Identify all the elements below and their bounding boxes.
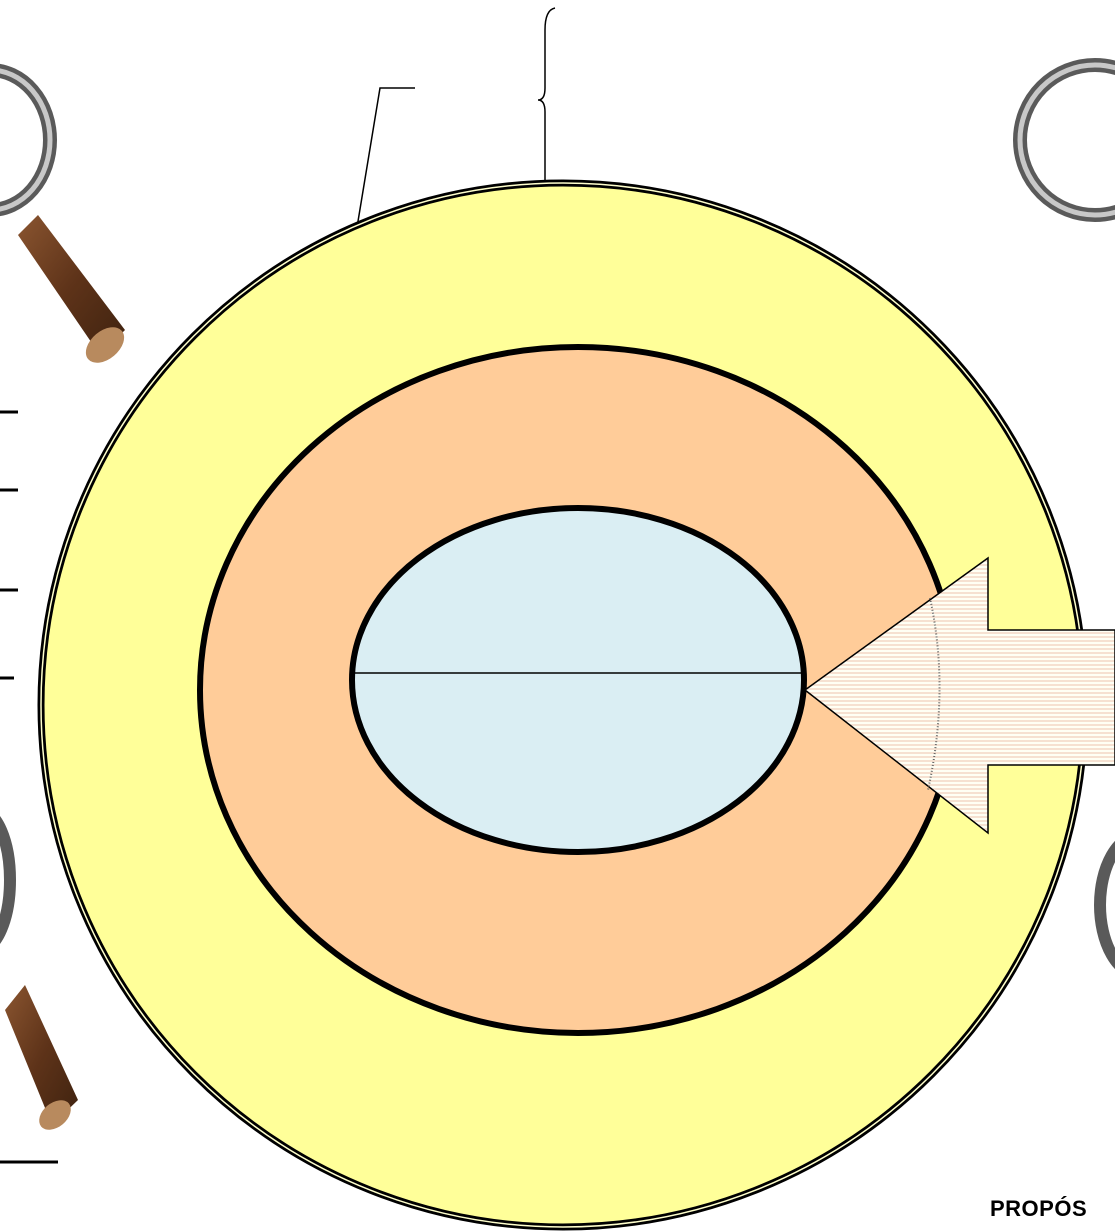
brace (538, 8, 555, 182)
core-ellipse (352, 508, 804, 852)
magnifying-glass-icon (0, 70, 131, 370)
magnifying-glass-icon (1020, 65, 1115, 215)
caption-text: PROPÓS (990, 1196, 1087, 1222)
magnifying-glass-icon (1100, 835, 1115, 975)
